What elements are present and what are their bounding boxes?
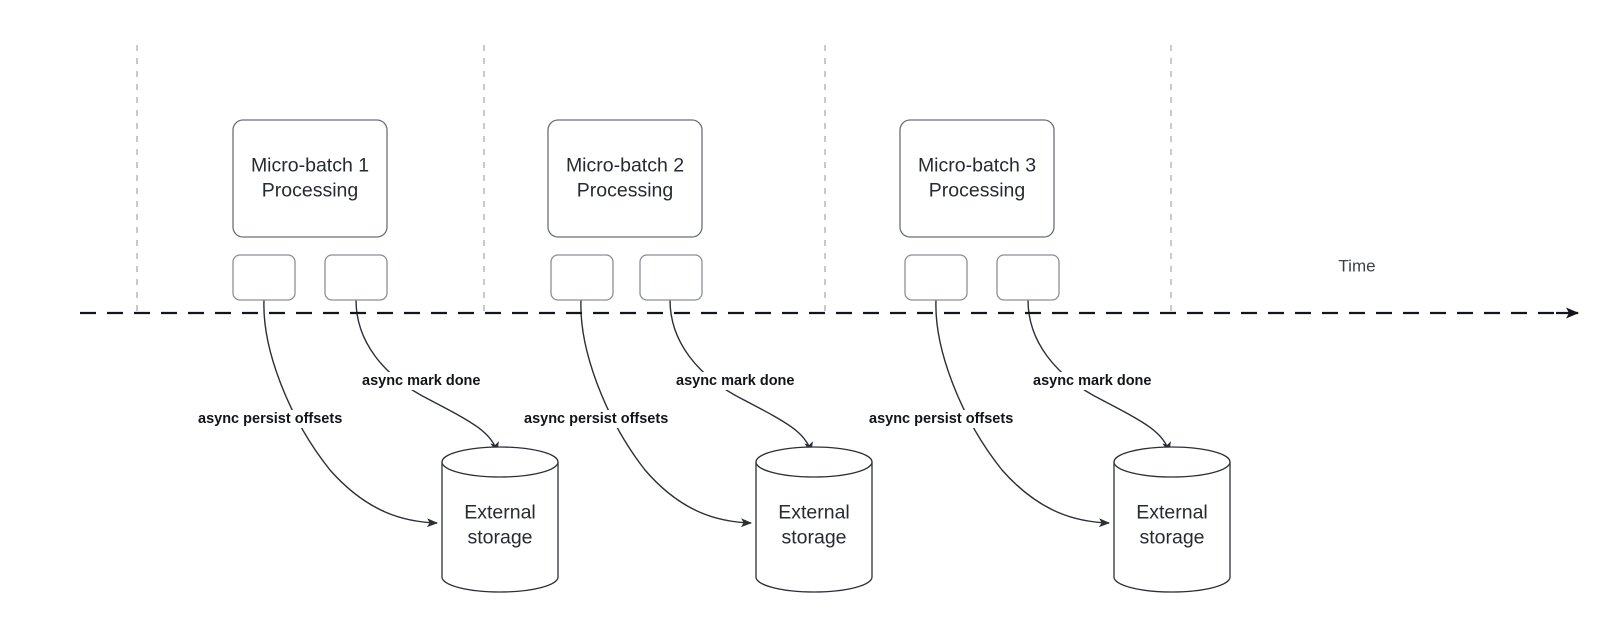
group-3-async-mark-done-curve: [1027, 299, 1171, 453]
edge-labels: async persist offsets async mark done asyn…: [194, 372, 1156, 428]
group-1-persist-offsets-task[interactable]: [232, 254, 296, 301]
group-2-persist-offsets-task[interactable]: [550, 254, 614, 301]
process-box-shape: [232, 119, 388, 238]
group-1-async-persist-offsets-curve: [263, 299, 438, 528]
time-axis: Time: [80, 256, 1579, 319]
group-2-async-persist-offsets-curve: [580, 299, 752, 528]
cylinder-body: [441, 462, 559, 593]
group-3-external-storage[interactable]: External storage: [1113, 446, 1231, 593]
process-box-label-line1: Micro-batch 1: [251, 155, 369, 177]
group-2-process-box[interactable]: Micro-batch 2 Processing: [547, 119, 703, 238]
time-axis-label: Time: [1338, 256, 1375, 275]
group-3-async-persist-offsets-label: async persist offsets: [869, 411, 1013, 427]
group-2-external-storage[interactable]: External storage: [755, 446, 873, 593]
external-storage-label-line2: storage: [781, 527, 846, 549]
group-1-mark-done-task[interactable]: [324, 254, 388, 301]
group-2-mark-done-task[interactable]: [639, 254, 703, 301]
group-3-async-persist-offsets-curve: [935, 299, 1110, 528]
group-1-async-mark-done-curve: [355, 299, 499, 453]
group-3-process-box[interactable]: Micro-batch 3 Processing: [899, 119, 1055, 238]
edge-label-backdrop: [1029, 372, 1156, 390]
external-storage-label-line1: External: [1136, 502, 1208, 524]
timeline-tick-separators: [136, 45, 1172, 312]
cylinder-body: [755, 462, 873, 593]
group-1-async-persist-offsets-label: async persist offsets: [198, 411, 342, 427]
cylinder-top: [1113, 446, 1231, 478]
edge-label-backdrop: [194, 410, 368, 428]
group-3-mark-done-task[interactable]: [996, 254, 1060, 301]
group-1-process-box[interactable]: Micro-batch 1 Processing: [232, 119, 388, 238]
edge-label-backdrop: [865, 410, 1039, 428]
group-2-async-persist-offsets-label: async persist offsets: [524, 411, 668, 427]
external-storage-label-line2: storage: [1139, 527, 1204, 549]
process-box-label-line1: Micro-batch 2: [566, 155, 684, 177]
process-box-label-line2: Processing: [577, 180, 673, 202]
cylinder-top: [441, 446, 559, 478]
external-storage-label-line2: storage: [467, 527, 532, 549]
group-2-async-mark-done-label: async mark done: [676, 373, 794, 389]
external-storage-label-line1: External: [778, 502, 850, 524]
process-box-shape: [899, 119, 1055, 238]
edge-label-backdrop: [358, 372, 485, 390]
group-2-async-mark-done-curve: [669, 299, 813, 453]
edge-label-backdrop: [672, 372, 799, 390]
cylinder-body: [1113, 462, 1231, 593]
cylinder-top: [755, 446, 873, 478]
group-1-async-mark-done-label: async mark done: [362, 373, 480, 389]
async-edges: [263, 299, 1171, 528]
group-3-persist-offsets-task[interactable]: [904, 254, 968, 301]
group-3-async-mark-done-label: async mark done: [1033, 373, 1151, 389]
process-box-label-line1: Micro-batch 3: [918, 155, 1036, 177]
external-storage-label-line1: External: [464, 502, 536, 524]
edge-label-backdrop: [520, 410, 694, 428]
group-1-external-storage[interactable]: External storage: [441, 446, 559, 593]
process-box-shape: [547, 119, 703, 238]
process-box-label-line2: Processing: [262, 180, 358, 202]
process-box-label-line2: Processing: [929, 180, 1025, 202]
